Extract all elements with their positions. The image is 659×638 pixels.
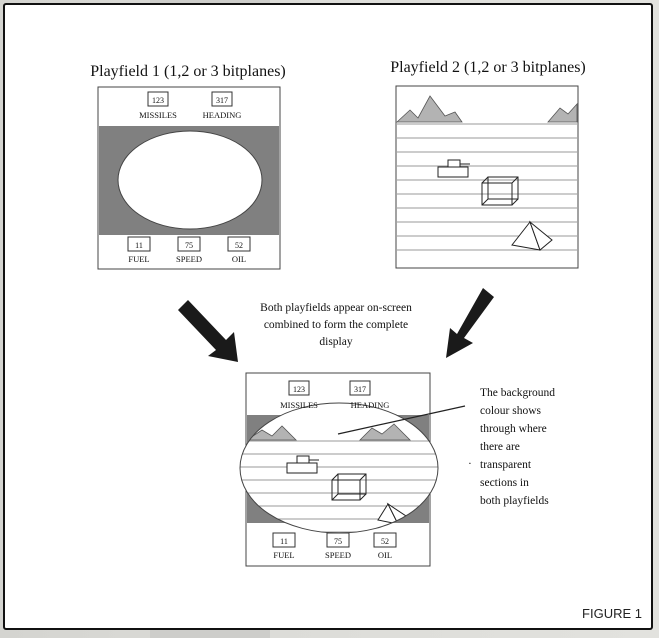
playfield1-speed-box bbox=[177, 236, 201, 252]
playfield1-speed-label: SPEED bbox=[176, 254, 202, 264]
playfield1-missiles-box bbox=[147, 91, 169, 107]
background-note-pointer bbox=[337, 405, 466, 435]
playfield2-cube bbox=[481, 176, 519, 206]
combined-scene bbox=[240, 423, 438, 533]
playfield1-panel: 123 MISSILES 317 HEADING 11 FUEL 75 SPEE… bbox=[97, 86, 281, 270]
playfield1-oil-value: 52 bbox=[235, 241, 243, 250]
combined-viewport-ellipse bbox=[240, 403, 438, 533]
combined-missiles-label: MISSILES bbox=[280, 400, 318, 410]
combined-oil-value: 52 bbox=[381, 537, 389, 546]
combined-fuel-label: FUEL bbox=[273, 550, 294, 560]
svg-text:sections in: sections in bbox=[480, 477, 529, 489]
figure-label: FIGURE 1 bbox=[582, 606, 642, 621]
playfield1-viewport-ellipse bbox=[117, 130, 263, 230]
playfield1-speed-value: 75 bbox=[185, 241, 193, 250]
svg-text:The background: The background bbox=[480, 387, 555, 399]
combined-panel: 123 MISSILES 317 HEADING 11 FUEL 75 SPEE… bbox=[239, 372, 439, 567]
playfield2-mountains-right bbox=[547, 102, 578, 123]
background-note: The background colour shows through wher… bbox=[468, 387, 555, 507]
playfield1-fuel-value: 11 bbox=[135, 241, 143, 250]
playfield1-fuel-label: FUEL bbox=[128, 254, 149, 264]
playfield1-heading-label: HEADING bbox=[203, 110, 242, 120]
svg-text:colour shows: colour shows bbox=[480, 405, 542, 417]
arrow-right bbox=[446, 288, 494, 358]
combined-missiles-value: 123 bbox=[293, 385, 305, 394]
svg-text:there are: there are bbox=[480, 441, 520, 453]
svg-text:transparent: transparent bbox=[480, 459, 532, 471]
combine-caption-line1: Both playfields appear on-screen bbox=[260, 302, 412, 314]
playfield2-mountains-left bbox=[395, 95, 463, 123]
combined-speed-label: SPEED bbox=[325, 550, 351, 560]
playfield2-title: Playfield 2 (1,2 or 3 bitplanes) bbox=[390, 59, 586, 76]
playfield1-heading-value: 317 bbox=[216, 96, 228, 105]
arrow-left bbox=[178, 300, 238, 362]
playfield2-panel bbox=[395, 85, 579, 269]
combine-caption-line3: display bbox=[319, 336, 352, 348]
playfield2-ground-lines bbox=[397, 123, 577, 251]
playfield1-oil-box bbox=[227, 236, 251, 252]
svg-text:through where: through where bbox=[480, 423, 547, 435]
combine-caption-line2: combined to form the complete bbox=[264, 319, 408, 331]
playfield1-title: Playfield 1 (1,2 or 3 bitplanes) bbox=[90, 63, 286, 80]
combined-heading-label: HEADING bbox=[351, 400, 390, 410]
playfield1-missiles-value: 123 bbox=[152, 96, 164, 105]
playfield2-pyramid bbox=[511, 220, 553, 251]
combined-oil-label: OIL bbox=[378, 550, 392, 560]
combined-heading-value: 317 bbox=[354, 385, 366, 394]
svg-text:·: · bbox=[468, 458, 472, 470]
playfield1-oil-label: OIL bbox=[232, 254, 246, 264]
svg-text:both playfields: both playfields bbox=[480, 495, 549, 507]
playfield2-tank bbox=[437, 159, 470, 178]
combined-fuel-value: 11 bbox=[280, 537, 288, 546]
playfield1-missiles-label: MISSILES bbox=[139, 110, 177, 120]
playfield1-heading-box bbox=[211, 91, 233, 107]
combined-speed-value: 75 bbox=[334, 537, 342, 546]
playfield1-fuel-box bbox=[127, 236, 151, 252]
